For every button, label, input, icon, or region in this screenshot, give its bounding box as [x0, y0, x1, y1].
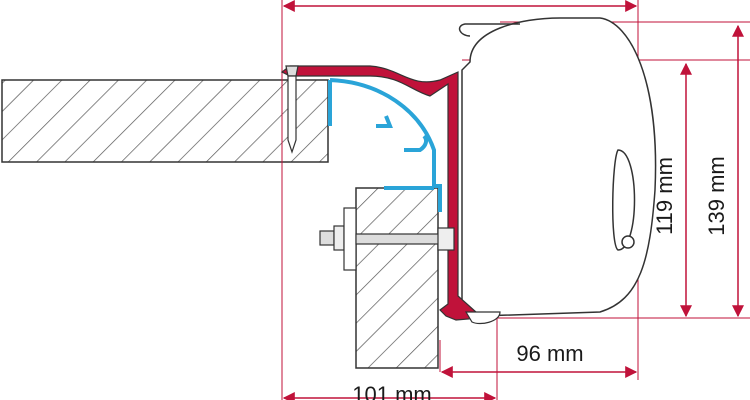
bottom-clip [464, 311, 501, 325]
lower-wall-block [355, 187, 439, 369]
dim-label-139: 139 mm [704, 156, 729, 235]
awning-roller [621, 235, 635, 249]
dim-label-96: 96 mm [516, 341, 583, 366]
through-bolt [319, 207, 455, 271]
dim-label-101: 101 mm [352, 382, 431, 400]
adapter-profile [280, 65, 482, 321]
awning-hook [458, 23, 520, 37]
awning-cassette-detail [611, 149, 636, 251]
upper-wall-block [1, 79, 329, 163]
wood-screw [285, 65, 299, 154]
mounting-rail [328, 78, 442, 212]
